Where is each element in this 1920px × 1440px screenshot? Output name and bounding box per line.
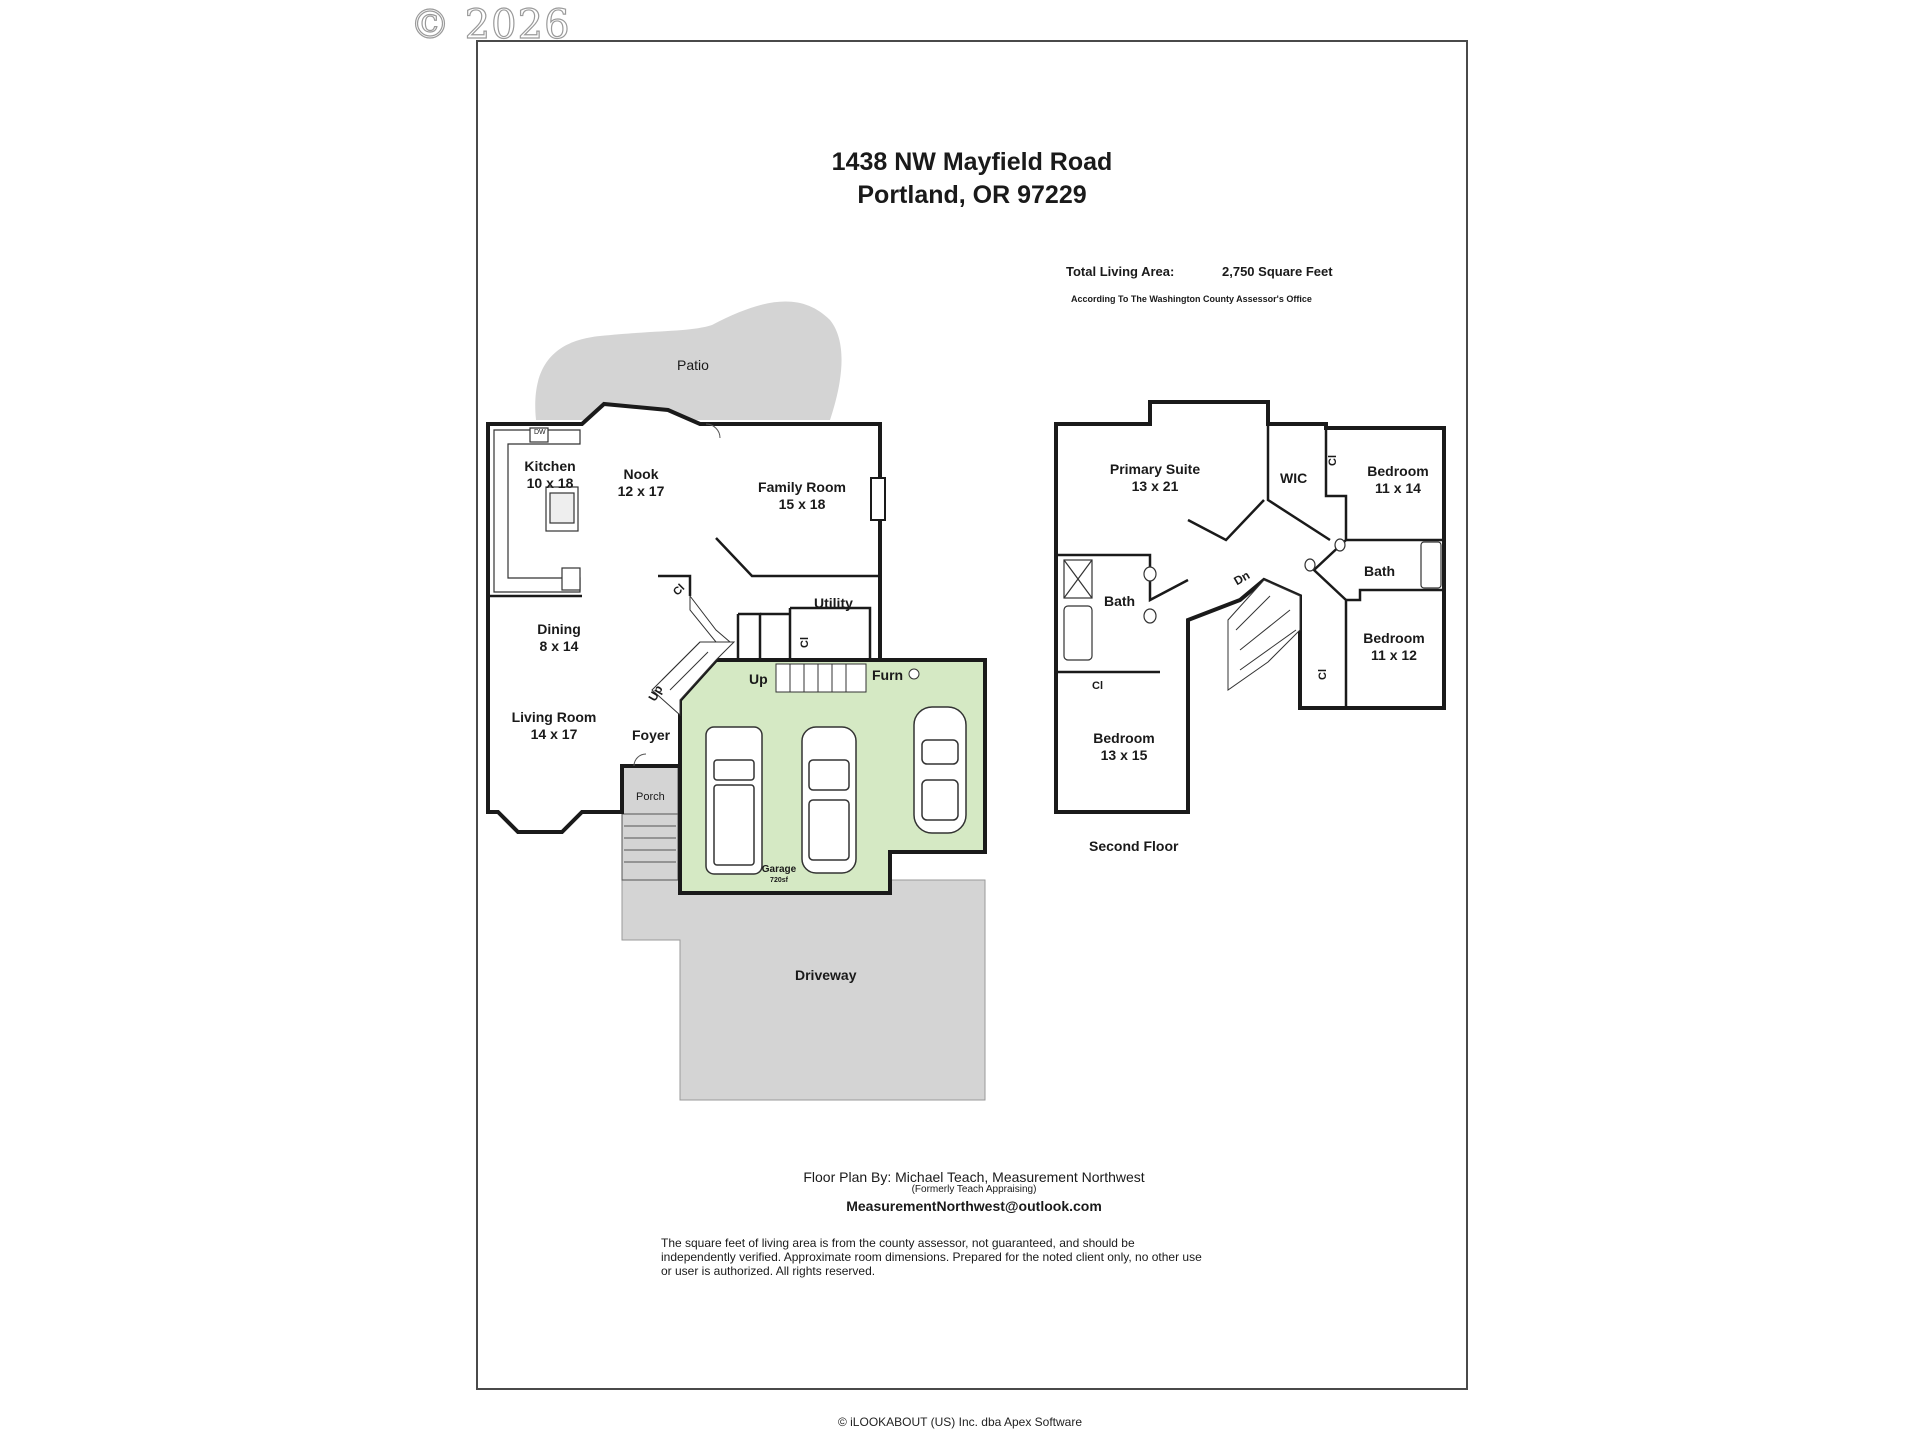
address-line-2: Portland, OR 97229 [857, 181, 1087, 209]
kitchen-size: 10 x 18 [526, 475, 574, 491]
credits-formerly: (Formerly Teach Appraising) [911, 1184, 1037, 1195]
nook-size: 12 x 17 [617, 483, 665, 499]
primary-suite-name: Primary Suite [1109, 461, 1201, 477]
bedroom-3-size: 13 x 15 [1100, 747, 1148, 763]
dining-size: 8 x 14 [539, 638, 579, 654]
bedroom-3-label: Bedroom 13 x 15 [1086, 730, 1162, 764]
closet-label-2: Cl [799, 637, 811, 648]
dining-name: Dining [537, 621, 581, 637]
garage-name: Garage [761, 864, 797, 875]
nook-name: Nook [623, 466, 659, 482]
wic-label: WIC [1280, 470, 1308, 486]
dishwasher-label: DW [534, 429, 546, 436]
first-floor-outline [486, 401, 882, 834]
bedroom-1-size: 11 x 14 [1375, 480, 1421, 496]
furnace-label: Furn [872, 667, 904, 683]
total-living-area-label: Total Living Area: [1066, 264, 1175, 279]
bedroom-1-name: Bedroom [1367, 463, 1429, 479]
disclaimer-line-2: independently verified. Approximate room… [661, 1250, 1202, 1264]
primary-suite-label: Primary Suite 13 x 21 [1100, 461, 1210, 495]
driveway-label: Driveway [795, 967, 857, 983]
kitchen-label: Kitchen 10 x 18 [520, 458, 580, 492]
garage-label: Garage 720sf [756, 864, 802, 886]
closet-label-3: Cl [1327, 455, 1339, 466]
nook-label: Nook 12 x 17 [608, 466, 674, 500]
driveway-area [621, 879, 986, 1101]
living-room-label: Living Room 14 x 17 [504, 709, 604, 743]
area-source-note: According To The Washington County Asses… [1071, 294, 1312, 304]
car-icon [705, 706, 967, 875]
closet-label-4: Cl [1317, 669, 1329, 680]
closet-label-5: Cl [1092, 680, 1103, 692]
second-floor-label: Second Floor [1089, 838, 1179, 854]
address-line-1: 1438 NW Mayfield Road [831, 148, 1113, 176]
patio-area [535, 301, 842, 420]
bedroom-2-size: 11 x 12 [1371, 647, 1417, 663]
disclaimer-line-3: or user is authorized. All rights reserv… [661, 1264, 876, 1278]
garage-stairs-up-label: Up [749, 671, 768, 687]
porch-steps [621, 813, 679, 881]
living-room-name: Living Room [511, 709, 597, 725]
disclaimer-line-1: The square feet of living area is from t… [661, 1236, 1135, 1250]
porch-area [621, 765, 679, 815]
bath-1-label: Bath [1104, 593, 1136, 609]
bedroom-1-label: Bedroom 11 x 14 [1360, 463, 1436, 497]
software-copyright: © iLOOKABOUT (US) Inc. dba Apex Software [837, 1415, 1083, 1429]
patio-label: Patio [677, 357, 709, 373]
garage-size: 720sf [770, 877, 788, 884]
bedroom-3-name: Bedroom [1093, 730, 1155, 746]
total-living-area-value: 2,750 Square Feet [1222, 264, 1333, 279]
credits-email[interactable]: MeasurementNorthwest@outlook.com [846, 1198, 1102, 1214]
dining-label: Dining 8 x 14 [524, 621, 594, 655]
bedroom-2-label: Bedroom 11 x 12 [1356, 630, 1432, 664]
family-room-name: Family Room [758, 479, 846, 495]
primary-suite-size: 13 x 21 [1131, 478, 1179, 494]
living-room-size: 14 x 17 [530, 726, 578, 742]
utility-label: Utility [814, 595, 853, 611]
foyer-label: Foyer [632, 727, 671, 743]
credits-by: Floor Plan By: Michael Teach, Measuremen… [803, 1169, 1145, 1185]
fireplace [870, 477, 886, 521]
disclaimer: The square feet of living area is from t… [661, 1236, 1202, 1278]
porch-label: Porch [636, 791, 665, 803]
bedroom-2-name: Bedroom [1363, 630, 1425, 646]
kitchen-name: Kitchen [524, 458, 576, 474]
family-room-label: Family Room 15 x 18 [752, 479, 852, 513]
family-room-size: 15 x 18 [778, 496, 826, 512]
bath-2-label: Bath [1364, 563, 1396, 579]
